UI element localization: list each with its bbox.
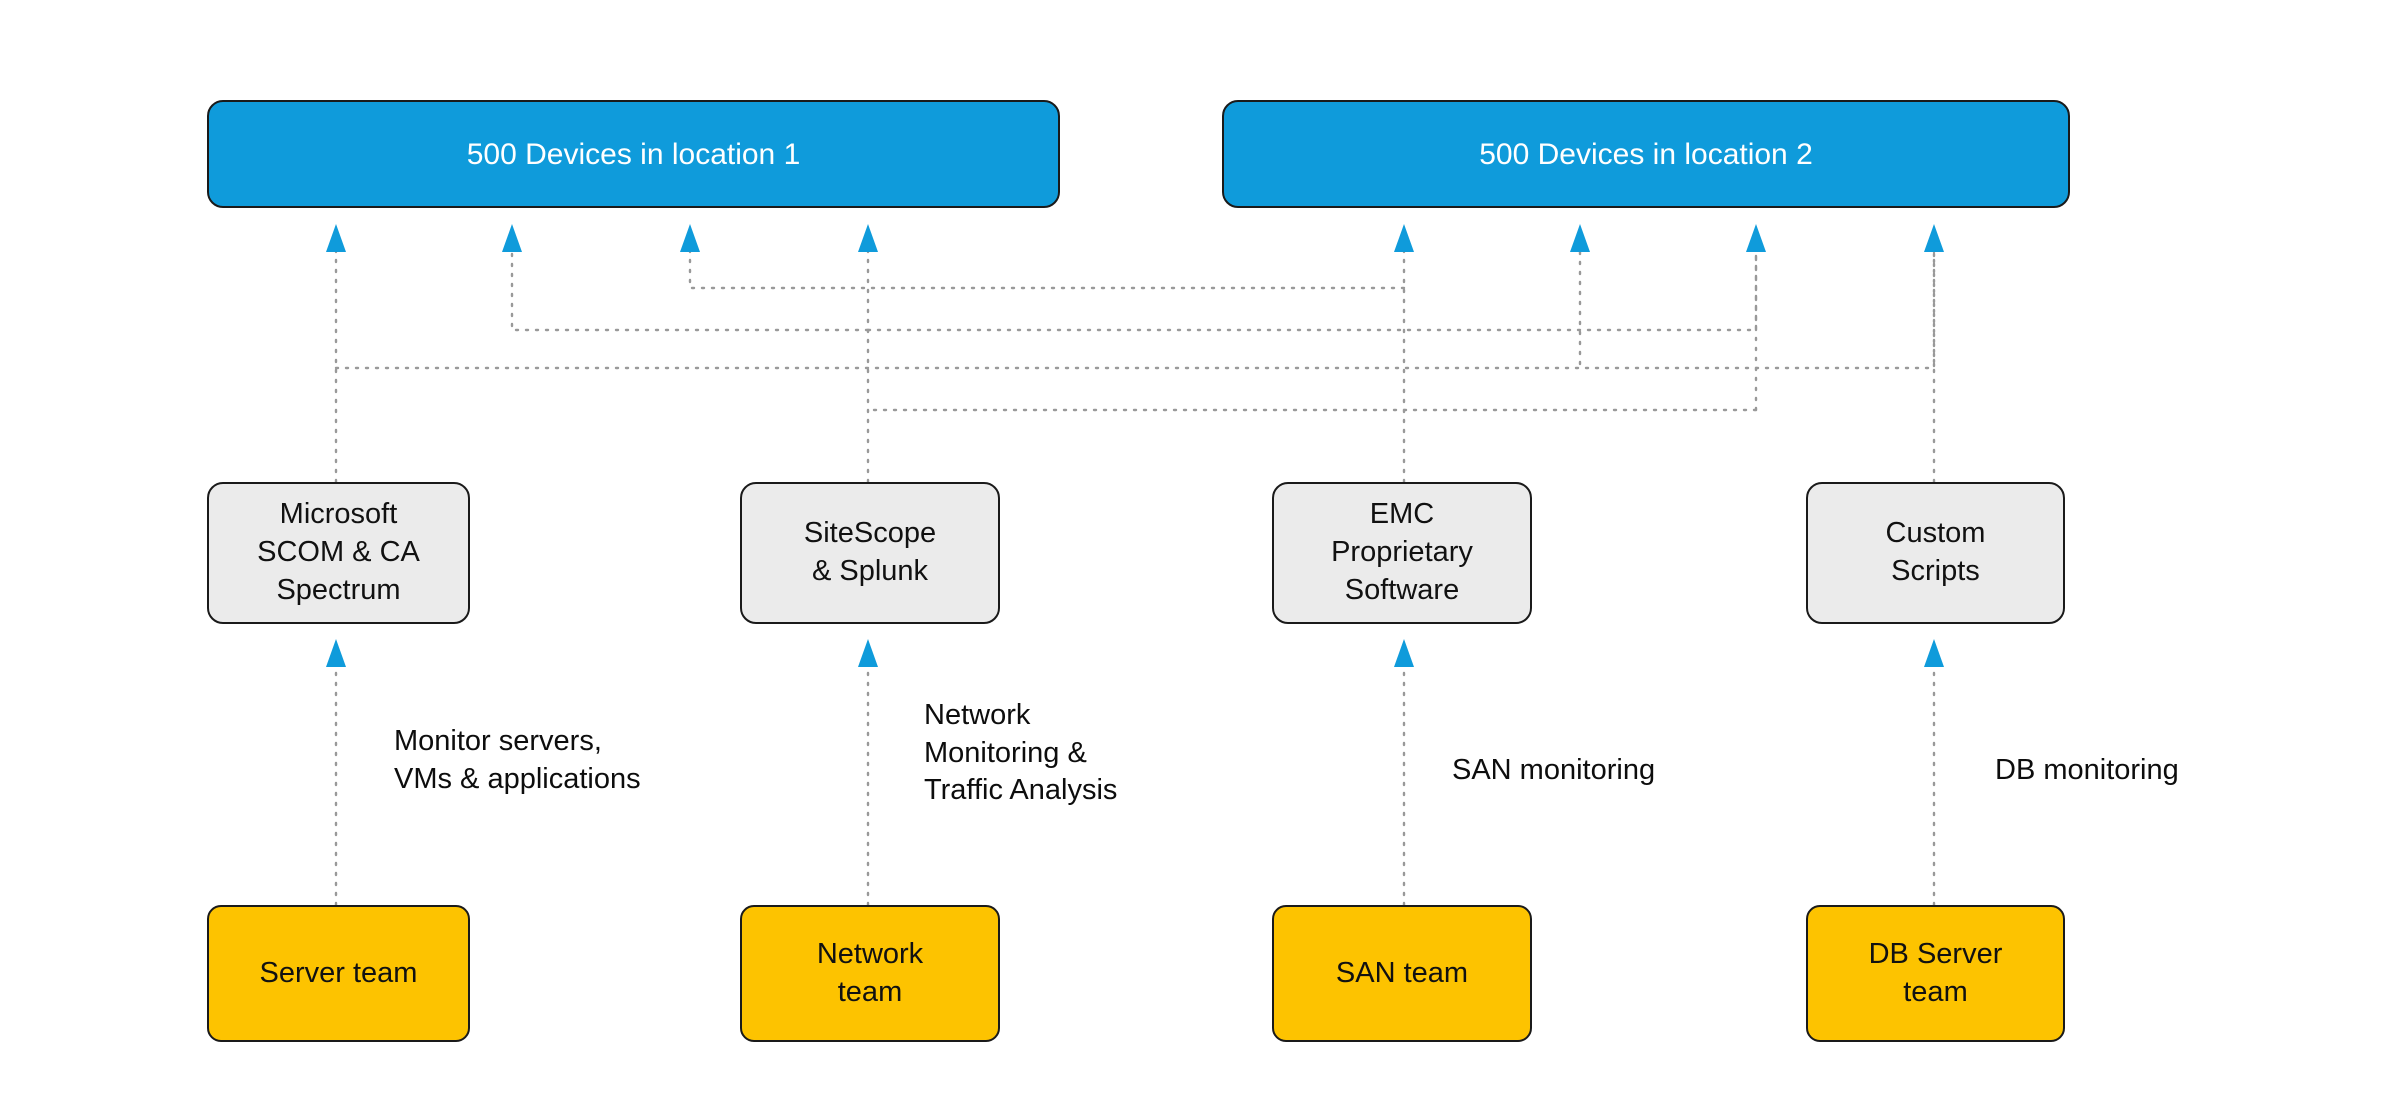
tool-node-sitescope[interactable]: SiteScope & Splunk [740, 482, 1000, 624]
location-node-2[interactable]: 500 Devices in location 2 [1222, 100, 2070, 208]
arrowhead-up-icon [1570, 224, 1590, 252]
team-node-san-label: SAN team [1335, 956, 1469, 989]
arrowhead-up-icon [326, 224, 346, 252]
location-node-1-label: 500 Devices in location 1 [466, 137, 801, 171]
tool-node-custom-scripts[interactable]: Custom Scripts [1806, 482, 2065, 624]
arrowhead-up-icon [858, 639, 878, 667]
team-node-db-server[interactable]: DB Server team [1806, 905, 2065, 1042]
arrowhead-up-icon [1394, 224, 1414, 252]
team-node-san[interactable]: SAN team [1272, 905, 1532, 1042]
tool-node-emc[interactable]: EMC Proprietary Software [1272, 482, 1532, 624]
arrowhead-up-icon [858, 224, 878, 252]
connector-paths [334, 230, 1936, 907]
wire-scom-to-loc2 [334, 230, 1936, 370]
tool-node-scom-label: Microsoft SCOM & CA Spectrum [257, 498, 420, 606]
tool-node-scom[interactable]: Microsoft SCOM & CA Spectrum [207, 482, 470, 624]
arrowhead-up-icon [1746, 224, 1766, 252]
arrowhead-up-icon [1394, 639, 1414, 667]
arrowhead-up-icon [1924, 224, 1944, 252]
team-node-server[interactable]: Server team [207, 905, 470, 1042]
tool-node-sitescope-label: SiteScope & Splunk [803, 517, 937, 587]
wire-sitescope-branch-loc1b [510, 230, 870, 332]
wire-emc-to-loc1 [688, 230, 1406, 290]
edge-label-san-monitoring: SAN monitoring [1452, 754, 1656, 786]
arrowhead-up-icon [326, 639, 346, 667]
tool-node-emc-label: EMC Proprietary Software [1331, 498, 1473, 606]
location-node-2-label: 500 Devices in location 2 [1479, 137, 1813, 171]
arrowhead-up-icon [1924, 639, 1944, 667]
edge-label-server-monitoring: Monitor servers, VMs & applications [394, 725, 641, 795]
team-node-db-server-label: DB Server team [1868, 937, 2003, 1008]
wire-sitescope-to-loc2 [866, 230, 1758, 332]
edge-label-network-monitoring: Network Monitoring & Traffic Analysis [924, 699, 1118, 807]
team-node-network-label: Network team [816, 937, 924, 1008]
team-node-server-label: Server team [259, 956, 418, 989]
tool-node-custom-scripts-label: Custom Scripts [1885, 517, 1986, 587]
arrowhead-group [326, 224, 1944, 667]
edge-label-db-monitoring: DB monitoring [1995, 754, 2179, 786]
arrowhead-up-icon [502, 224, 522, 252]
team-node-network[interactable]: Network team [740, 905, 1000, 1042]
arrowhead-up-icon [680, 224, 700, 252]
location-node-1[interactable]: 500 Devices in location 1 [207, 100, 1060, 208]
